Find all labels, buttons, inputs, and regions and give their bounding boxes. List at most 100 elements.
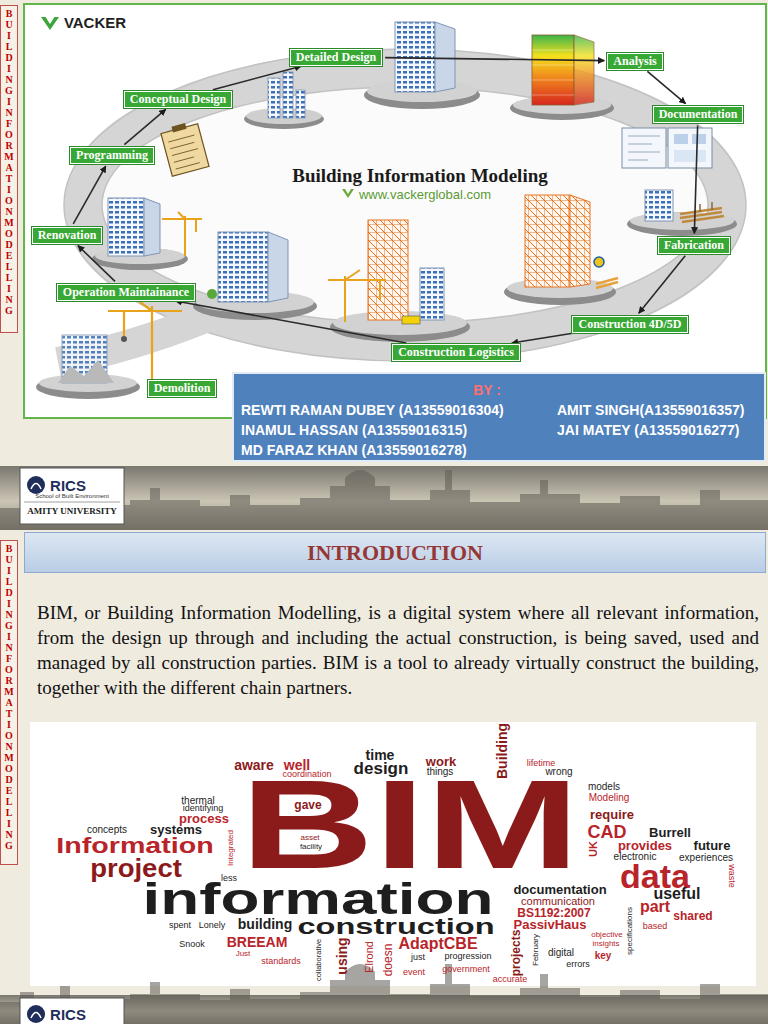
logo-text: RICS xyxy=(50,1007,86,1022)
documentation-drawings xyxy=(674,134,688,144)
construction-logistics-model xyxy=(368,220,408,320)
rics-logo xyxy=(20,468,124,524)
operation-maintenance-model xyxy=(268,232,288,302)
operation-maintenance-model xyxy=(218,232,268,302)
word-cloud-word: models xyxy=(588,782,620,792)
stage-text: Detailed Design xyxy=(296,50,376,64)
documentation-drawings xyxy=(628,136,660,160)
construction-4d-5d-model xyxy=(525,195,570,287)
fabrication-model xyxy=(680,208,724,222)
word-cloud-word: design xyxy=(354,760,409,777)
stage-label: Detailed Design xyxy=(290,49,382,66)
word-cloud-word: Burrell xyxy=(649,826,691,839)
operation-maintenance-model xyxy=(207,289,217,299)
word-cloud-word: event xyxy=(403,968,425,977)
word-cloud-word: construction xyxy=(297,916,494,938)
cycle-arrow xyxy=(78,246,115,282)
renovation-model xyxy=(92,198,202,270)
documentation-drawings xyxy=(622,128,666,168)
author-text: AMIT SINGH(A13559016357) xyxy=(557,402,745,418)
renovation-model xyxy=(162,212,202,256)
word-cloud-panel xyxy=(30,722,756,986)
renovation-model xyxy=(144,198,160,256)
cycle-arrow xyxy=(73,166,105,224)
stage-label: Programming xyxy=(70,147,154,164)
word-cloud-word: Building xyxy=(495,723,509,779)
cycle-arrow xyxy=(176,301,407,343)
bim-cycle-ring xyxy=(64,49,746,361)
vacker-logo xyxy=(41,17,59,30)
word-cloud-word: based xyxy=(643,922,668,931)
construction-logistics-model xyxy=(328,270,386,322)
website-icon xyxy=(342,189,354,198)
word-cloud-word: Information xyxy=(56,835,213,857)
demolition-model xyxy=(108,302,182,392)
word-cloud-word: information xyxy=(143,877,494,921)
website-icon xyxy=(342,189,354,198)
word-cloud-word: February xyxy=(532,934,540,966)
author-text: MD FARAZ KHAN (A13559016278) xyxy=(241,442,467,458)
author-text: BY : xyxy=(473,382,501,398)
documentation-drawings xyxy=(674,150,706,162)
word-cloud-word: require xyxy=(590,808,634,821)
cycle-arrow xyxy=(213,66,301,89)
slide-frame xyxy=(24,4,766,418)
city-banner xyxy=(0,466,768,530)
word-cloud-word: communication xyxy=(521,896,595,907)
word-cloud-word: Modeling xyxy=(589,793,630,803)
author-text: JAI MATEY (A13559016277) xyxy=(557,422,739,438)
word-cloud-word: AdaptCBE xyxy=(398,936,477,952)
fabrication-model xyxy=(645,190,673,221)
stage-text: Construction Logistics xyxy=(398,345,514,359)
stage-label: Demolition xyxy=(148,380,217,397)
bim-cycle-ring xyxy=(83,68,727,342)
word-cloud-word: wrong xyxy=(545,767,572,777)
author-text: INAMUL HASSAN (A13559016315) xyxy=(241,422,467,438)
word-cloud-word: PassivHaus xyxy=(514,918,587,931)
stage-label: Construction Logistics xyxy=(392,344,520,361)
analysis-model xyxy=(510,35,614,120)
conceptual-design-model xyxy=(244,72,324,129)
word-cloud-word: BIM xyxy=(240,762,580,888)
stage-text: Demolition xyxy=(154,381,211,395)
renovation-model xyxy=(108,198,144,256)
cycle-arrow xyxy=(124,109,165,144)
stage-text: Analysis xyxy=(613,54,656,68)
cycle-arrow xyxy=(647,71,685,103)
analysis-model xyxy=(574,35,594,105)
analysis-model xyxy=(532,35,574,105)
word-cloud-word: objective xyxy=(591,931,623,939)
word-cloud-word: accurate xyxy=(493,975,528,984)
fabrication-model xyxy=(700,202,712,212)
documentation-drawings xyxy=(622,128,712,168)
word-cloud-word: BREEAM xyxy=(227,935,288,949)
programming-clipboard xyxy=(168,135,201,169)
rics-logo xyxy=(20,998,124,1024)
word-cloud-word: insights xyxy=(592,940,619,948)
cycle-arrow xyxy=(512,333,574,343)
cycle-arrow xyxy=(385,58,604,61)
stage-label: Construction 4D/5D xyxy=(572,316,687,333)
stage-text: Fabrication xyxy=(664,238,724,252)
word-cloud-word: Lonely xyxy=(199,921,226,930)
stage-text: Programming xyxy=(76,148,148,162)
word-cloud-word: Integrated xyxy=(227,830,235,866)
word-cloud-word: systems xyxy=(150,823,202,836)
word-cloud-word: using xyxy=(335,937,349,974)
rics-logo xyxy=(20,468,124,524)
rics-logo xyxy=(20,998,124,1024)
documentation-drawings xyxy=(668,128,712,168)
stage-text: Renovation xyxy=(38,228,97,242)
rics-logo xyxy=(27,1005,45,1023)
cycle-arrow xyxy=(639,256,685,313)
word-cloud-word: Elrond xyxy=(364,941,375,973)
stage-text: Construction 4D/5D xyxy=(578,317,681,331)
word-cloud-word: doesn xyxy=(382,944,394,977)
conceptual-design-model xyxy=(268,78,280,118)
rics-logo xyxy=(27,476,45,494)
analysis-model xyxy=(532,50,574,95)
programming-clipboard xyxy=(172,123,187,132)
programming-clipboard xyxy=(161,124,209,176)
author-text: REWTI RAMAN DUBEY (A13559016304) xyxy=(241,402,504,418)
word-cloud-word: coordination xyxy=(282,770,331,779)
